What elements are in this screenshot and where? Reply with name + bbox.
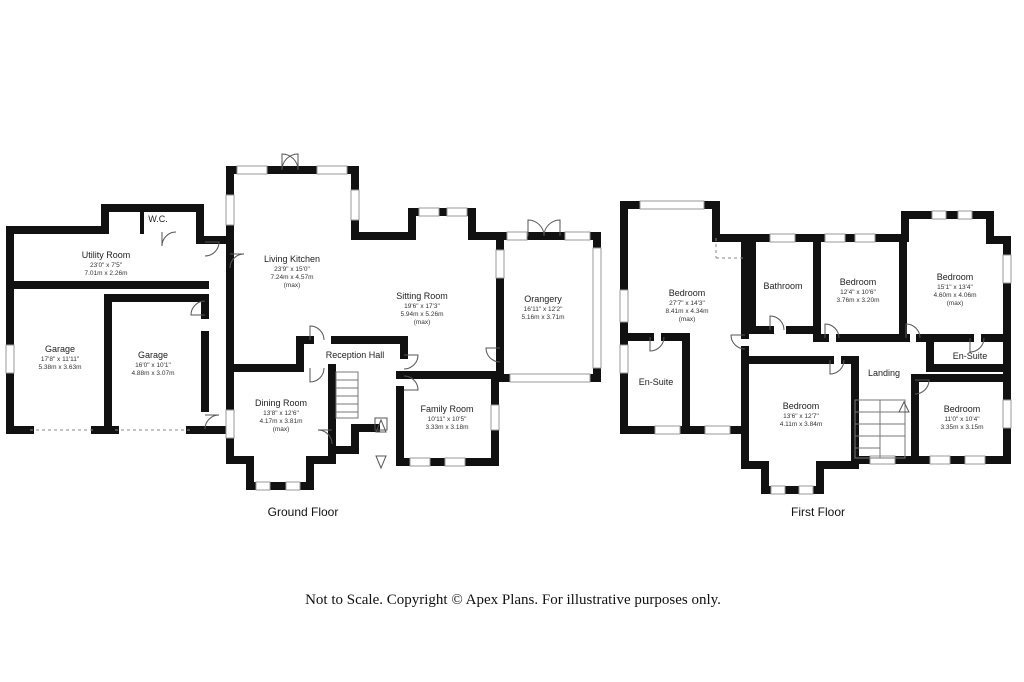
room-dimension-dining: 4.17m x 3.81m xyxy=(260,418,303,425)
room-dimension-living_kitchen: (max) xyxy=(284,282,301,289)
room-name-sitting: Sitting Room xyxy=(396,291,448,301)
room-name-ensuite_right: En-Suite xyxy=(953,351,988,361)
room-name-dining: Dining Room xyxy=(255,398,307,408)
room-dimension-family: 10'11" x 10'5" xyxy=(428,416,467,423)
room-name-orangery: Orangery xyxy=(524,294,562,304)
room-dimension-bed2: 12'4" x 10'6" xyxy=(840,289,876,296)
room-dimension-bed5: 3.35m x 3.15m xyxy=(941,424,984,431)
room-dimension-sitting: (max) xyxy=(414,319,431,326)
room-dimension-master: 27'7" x 14'3" xyxy=(669,300,705,307)
room-dimension-utility: 23'0" x 7'5" xyxy=(90,262,123,269)
room-dimension-living_kitchen: 7.24m x 4.57m xyxy=(271,274,314,281)
room-labels: Utility Room 23'0" x 7'5"7.01m x 2.26m W.C… xyxy=(39,214,988,433)
room-dimension-living_kitchen: 23'9" x 15'0" xyxy=(274,266,310,273)
room-name-bed3: Bedroom xyxy=(937,272,974,282)
room-name-bed4: Bedroom xyxy=(783,401,820,411)
room-dimension-family: 3.33m x 3.18m xyxy=(426,424,469,431)
ground-floor-walls xyxy=(6,166,601,490)
room-dimension-garage2: 4.88m x 3.07m xyxy=(132,370,175,377)
first-floor-label: First Floor xyxy=(791,505,845,519)
first-floor-walls xyxy=(620,201,1011,494)
room-dimension-bed3: 15'1" x 13'4" xyxy=(937,284,973,291)
room-name-wc: W.C. xyxy=(148,214,168,224)
room-name-ensuite_left: En-Suite xyxy=(639,377,674,387)
ground-floor-doors xyxy=(30,153,561,470)
room-dimension-bed3: 4.60m x 4.06m xyxy=(934,292,977,299)
room-name-landing: Landing xyxy=(868,368,900,378)
room-dimension-orangery: 5.16m x 3.71m xyxy=(522,314,565,321)
room-dimension-bed2: 3.76m x 3.20m xyxy=(837,297,880,304)
ground-floor-stairs xyxy=(335,371,359,419)
room-dimension-master: 8.41m x 4.34m xyxy=(666,308,709,315)
room-name-living_kitchen: Living Kitchen xyxy=(264,254,320,264)
room-dimension-bed5: 11'0" x 10'4" xyxy=(944,416,980,423)
ground-floor-label: Ground Floor xyxy=(268,505,339,519)
first-floor-doors xyxy=(649,238,985,395)
first-floor-windows xyxy=(619,200,1012,495)
footer-disclaimer: Not to Scale. Copyright © Apex Plans. Fo… xyxy=(305,592,721,608)
room-name-bathroom: Bathroom xyxy=(763,281,802,291)
room-name-garage1: Garage xyxy=(45,344,75,354)
ground-floor-windows xyxy=(5,165,602,491)
room-name-garage2: Garage xyxy=(138,350,168,360)
room-dimension-sitting: 19'6" x 17'3" xyxy=(404,303,440,310)
room-dimension-bed3: (max) xyxy=(947,300,964,307)
room-name-bed5: Bedroom xyxy=(944,404,981,414)
room-dimension-garage2: 16'0" x 10'1" xyxy=(135,362,171,369)
room-name-master: Bedroom xyxy=(669,288,706,298)
room-dimension-utility: 7.01m x 2.26m xyxy=(85,270,128,277)
room-name-family: Family Room xyxy=(420,404,473,414)
room-dimension-bed4: 13'6" x 12'7" xyxy=(783,413,819,420)
room-dimension-garage1: 17'8" x 11'11" xyxy=(41,356,80,363)
room-dimension-dining: 13'8" x 12'6" xyxy=(263,410,299,417)
room-dimension-master: (max) xyxy=(679,316,696,323)
room-name-bed2: Bedroom xyxy=(840,277,877,287)
room-dimension-orangery: 16'11" x 12'2" xyxy=(524,306,563,313)
room-dimension-garage1: 5.38m x 3.63m xyxy=(39,364,82,371)
room-dimension-dining: (max) xyxy=(273,426,290,433)
room-name-utility: Utility Room xyxy=(82,250,131,260)
room-dimension-sitting: 5.94m x 5.26m xyxy=(401,311,444,318)
room-dimension-bed4: 4.11m x 3.84m xyxy=(780,421,823,428)
room-name-reception: Reception Hall xyxy=(326,350,385,360)
first-floor-stairs xyxy=(854,399,910,459)
